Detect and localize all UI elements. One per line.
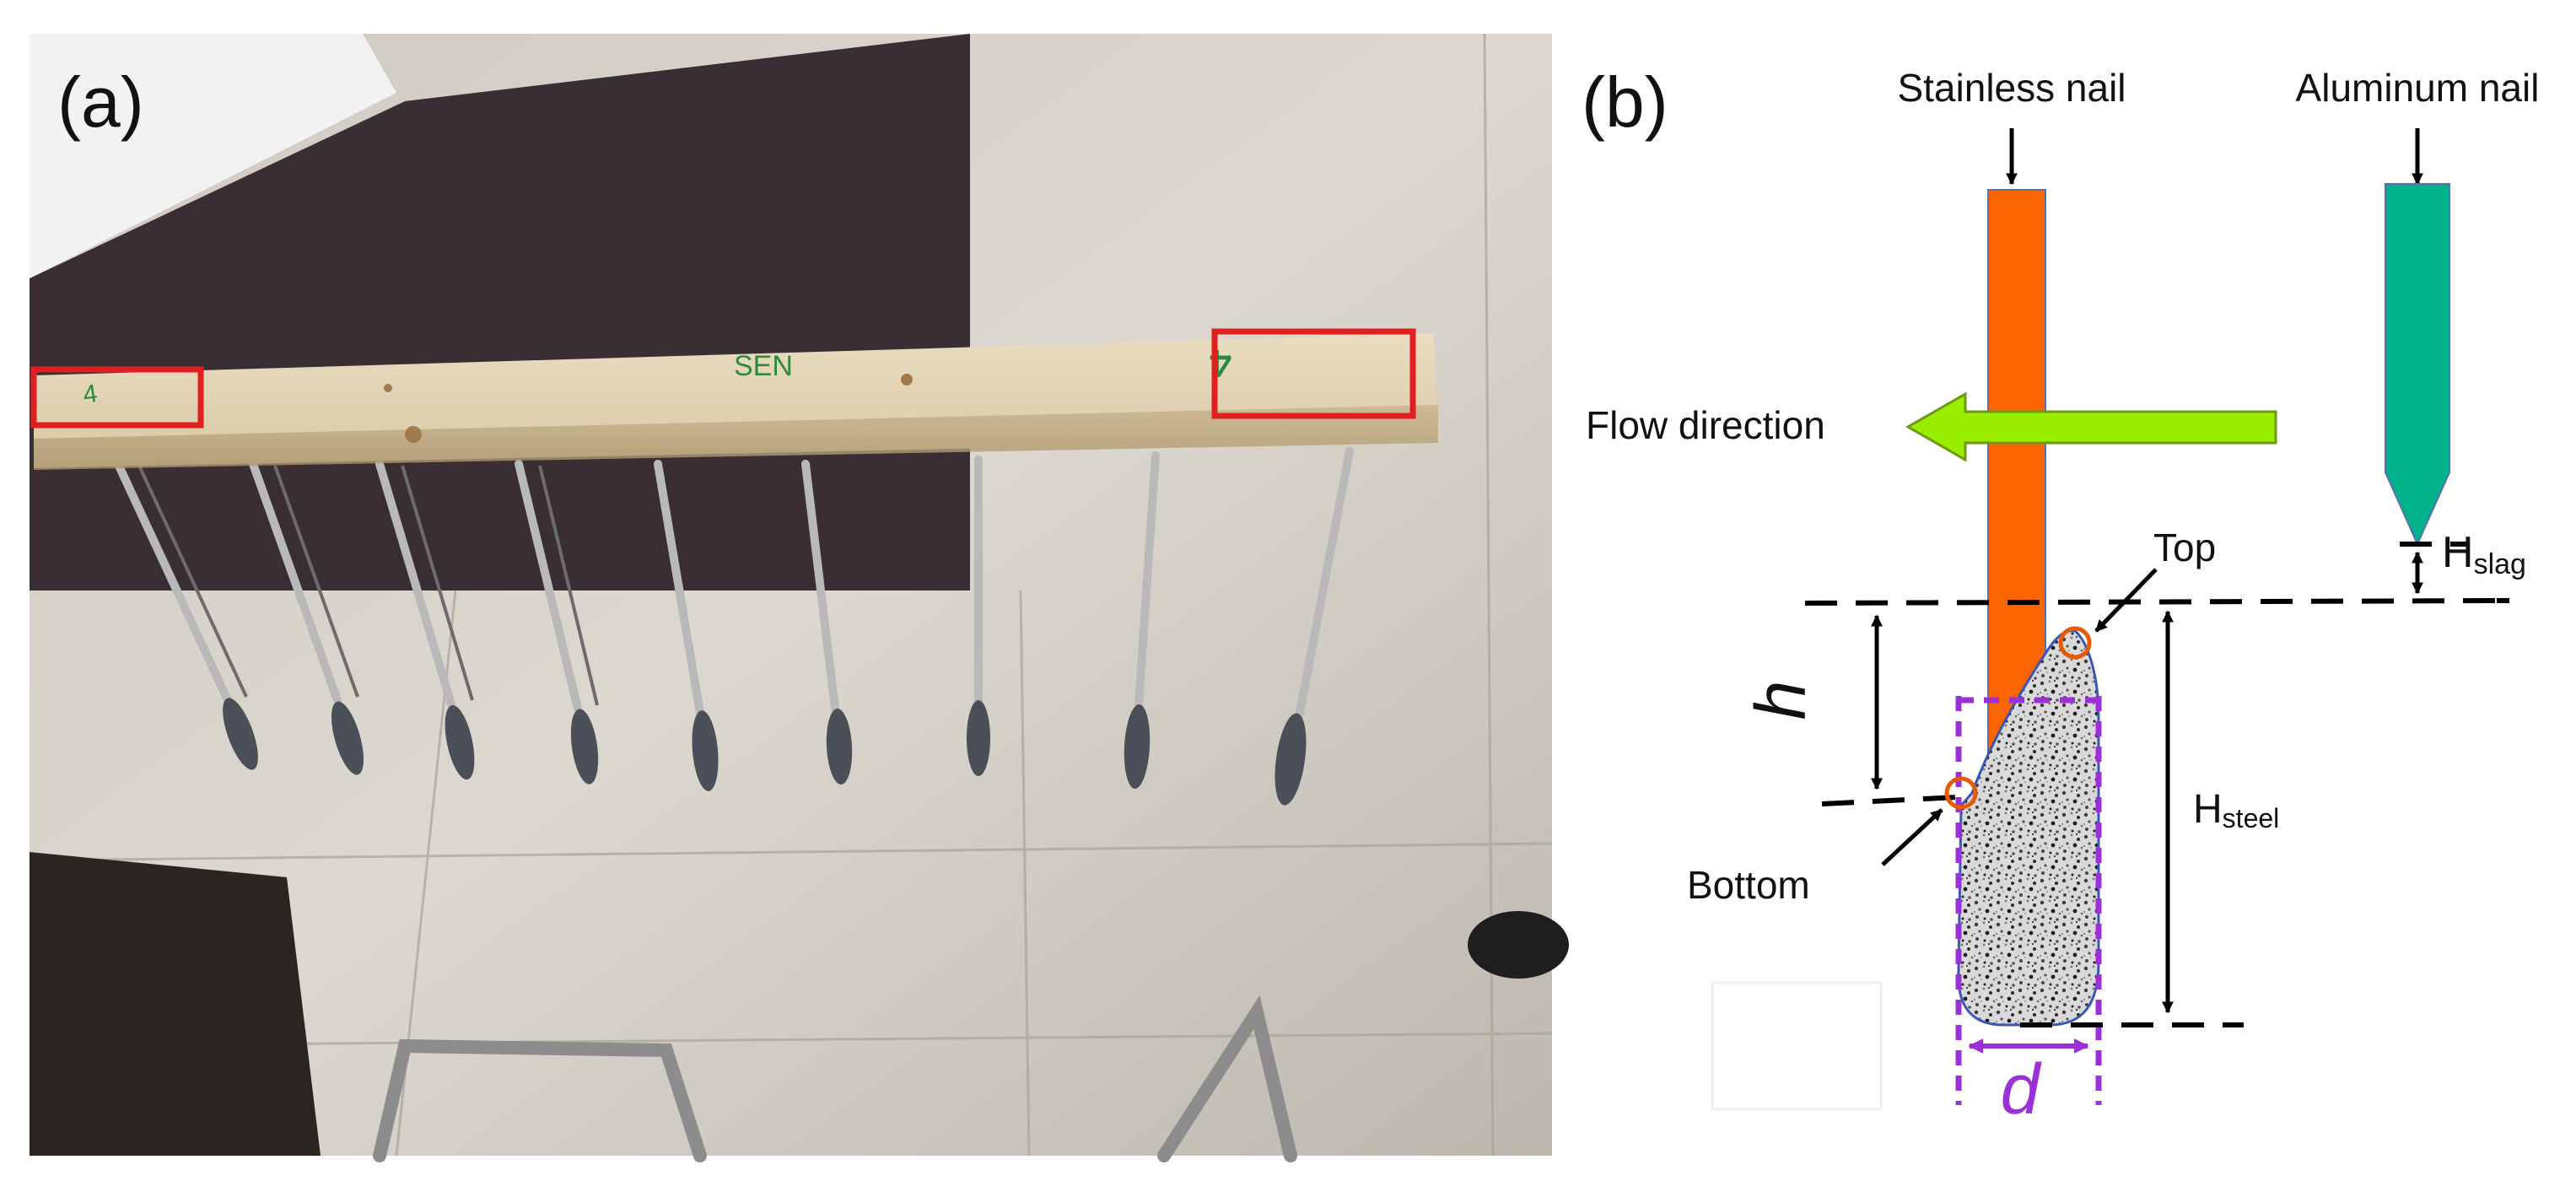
top-pointer-arrow <box>2094 568 2158 633</box>
highlight-box-right <box>1211 328 1416 419</box>
reference-lines <box>1804 542 2509 1027</box>
aluminum-nail <box>2385 183 2450 547</box>
bottom-pointer-arrow <box>1881 808 1943 866</box>
beam-mark-middle: SEN <box>734 350 793 382</box>
flow-direction-label: Flow direction <box>1586 403 1825 447</box>
wooden-beam <box>34 333 1438 470</box>
paper-sheet <box>30 34 396 278</box>
chair-frame <box>373 995 1297 1162</box>
h-label: h <box>1741 681 1820 720</box>
panel-a-photo: 4 SEN 4 (a) <box>29 33 1569 1162</box>
top-label: Top <box>2153 526 2216 569</box>
slag-deposit <box>1957 629 2100 1027</box>
beam-mark-left: 4 <box>81 380 99 409</box>
dark-cabinet <box>30 852 321 1156</box>
top-marker <box>2058 626 2092 660</box>
flow-direction-arrow <box>1905 391 2277 462</box>
highlight-box-left <box>30 366 204 429</box>
bottom-marker <box>1944 776 1978 810</box>
d-label: d <box>2001 1049 2042 1129</box>
dark-object-right <box>1468 911 1569 979</box>
panel-b-label: (b) <box>1582 62 1668 142</box>
panel-b-diagram: (b) Stainless nail Aluminum nail Flow di… <box>1582 62 2539 1129</box>
bottom-label: Bottom <box>1687 863 1810 907</box>
h-slag-label: Hslag <box>2442 528 2526 580</box>
aluminum-nail-label: Aluminum nail <box>2296 66 2540 110</box>
hanging-nails <box>114 447 1354 806</box>
faint-frame <box>1711 981 1883 1111</box>
h-steel-label: Hsteel <box>2193 787 2279 833</box>
width-guides <box>1955 696 2102 1105</box>
stainless-nail-label: Stainless nail <box>1897 66 2126 110</box>
panel-a-label: (a) <box>57 62 144 142</box>
